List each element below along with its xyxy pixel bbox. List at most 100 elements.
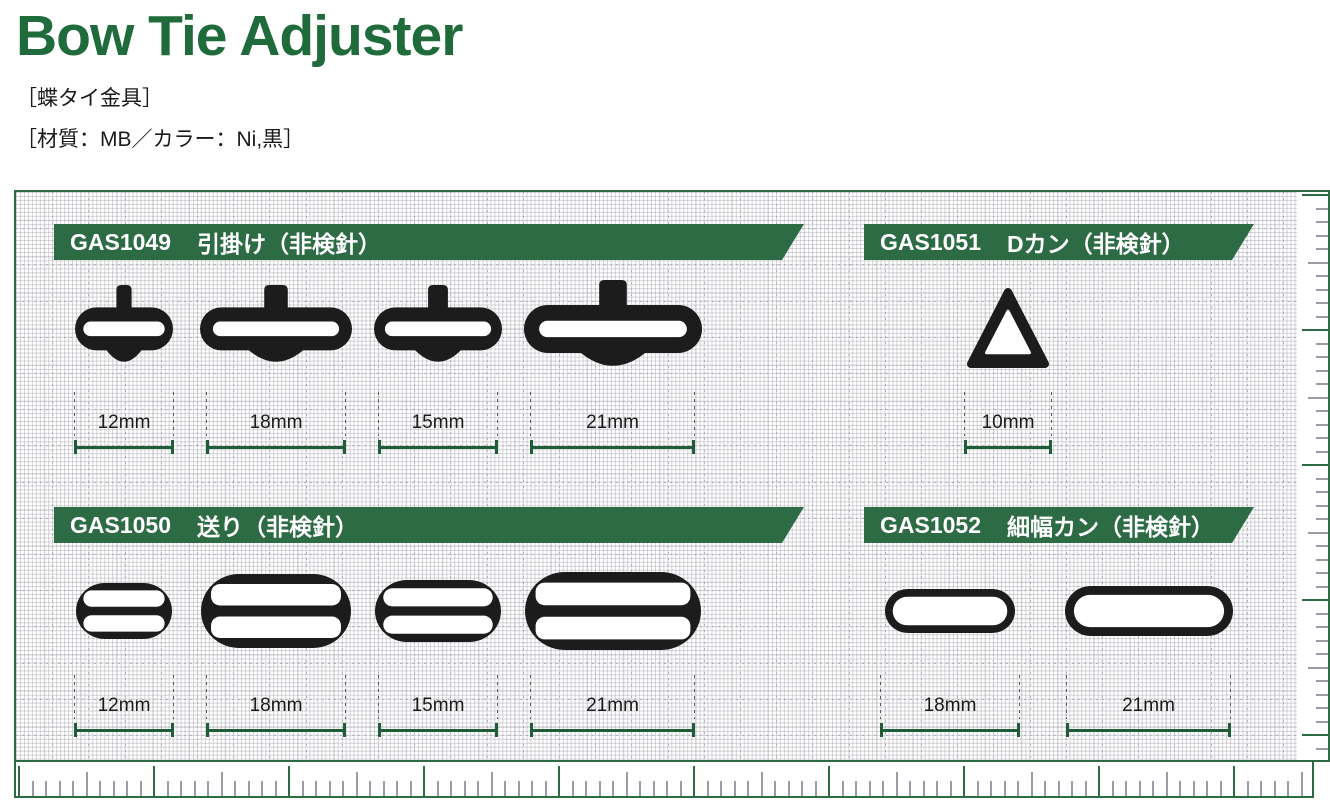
ruler-tick-minor <box>1316 383 1328 385</box>
ruler-tick-minor <box>720 781 722 796</box>
ruler-tick-minor <box>112 781 115 796</box>
ruler-tick-minor <box>315 781 317 796</box>
dimension-block: 21mm <box>530 392 695 454</box>
part-item: 18mm <box>201 551 351 737</box>
ruler-tick-minor <box>193 781 196 796</box>
ruler-tick-minor <box>571 781 574 796</box>
ruler-tick-minor <box>1071 781 1073 796</box>
dimension-bar <box>880 723 1020 737</box>
ruler-tick-minor <box>747 781 749 796</box>
grid-line-vertical <box>848 192 850 760</box>
ruler-tick-minor <box>1138 781 1141 796</box>
ruler-tick-medium <box>1300 772 1303 796</box>
ruler-tick-minor <box>1316 491 1328 493</box>
ruler-tick-major <box>18 766 20 796</box>
product-name: 細幅カン（非検針） <box>1007 514 1215 540</box>
ruler-tick-minor <box>1084 781 1087 796</box>
part-illustration-slide <box>200 551 352 671</box>
ruler-tick-medium <box>760 772 763 796</box>
dimension-extension-lines: 21mm <box>530 392 695 436</box>
part-illustration-triangle-ring <box>967 268 1049 388</box>
ruler-tick-minor <box>1316 410 1328 412</box>
dimension-label: 18mm <box>249 412 303 433</box>
product-name: 送り（非検針） <box>197 514 359 540</box>
dimension-cap-right <box>171 723 174 737</box>
dimension-block: 12mm <box>74 392 174 454</box>
extension-line-left <box>530 392 531 436</box>
dimension-block: 18mm <box>880 675 1020 737</box>
part-item: 21mm <box>1064 551 1234 737</box>
ruler-tick-major <box>963 766 965 796</box>
ruler-tick-minor <box>787 781 790 796</box>
ruler-tick-minor <box>477 781 479 796</box>
ruler-tick-minor <box>1044 781 1046 796</box>
ruler-tick-minor <box>976 781 979 796</box>
ruler-tick-minor <box>1316 450 1328 453</box>
dimension-block: 15mm <box>378 392 498 454</box>
ruler-tick-minor <box>301 781 304 796</box>
ruler-tick-medium <box>895 772 898 796</box>
ruler-tick-minor <box>868 781 871 796</box>
ruler-tick-medium <box>490 772 493 796</box>
subtitle-japanese: ［蝶タイ金具］ <box>16 86 163 110</box>
ruler-tick-minor <box>1316 248 1328 250</box>
dimension-cap-left <box>206 440 209 454</box>
product-code: GAS1051 <box>880 228 982 255</box>
ruler-tick-minor <box>207 781 209 796</box>
dimension-cap-left <box>378 723 381 737</box>
ruler-tick-minor <box>1316 612 1328 615</box>
product-name: 引掛け（非検針） <box>197 231 382 257</box>
ruler-tick-minor <box>990 781 992 796</box>
ruler-tick-major <box>423 766 425 796</box>
grid-line-vertical <box>703 192 705 760</box>
ruler-tick-minor <box>706 781 709 796</box>
ruler-tick-minor <box>1316 707 1328 709</box>
dimension-block: 21mm <box>1066 675 1231 737</box>
ruler-tick-major <box>1302 329 1328 331</box>
extension-line-right <box>173 675 174 719</box>
part-illustration-hook <box>75 268 173 388</box>
ruler-tick-minor <box>1316 572 1328 574</box>
dimension-label: 12mm <box>97 695 151 716</box>
ruler-tick-minor <box>1316 437 1328 439</box>
ruler-tick-minor <box>1003 781 1006 796</box>
ruler-tick-minor <box>31 781 34 796</box>
part-item: 15mm <box>375 551 501 737</box>
ruler-tick-minor <box>1316 275 1328 277</box>
dimension-cap-right <box>343 440 346 454</box>
ruler-tick-minor <box>450 781 452 796</box>
dimension-label: 21mm <box>586 695 639 716</box>
extension-line-left <box>880 675 881 719</box>
dimension-label: 15mm <box>411 695 465 716</box>
ruler-tick-minor <box>1316 639 1328 642</box>
dimension-block: 21mm <box>530 675 695 737</box>
ruler-bottom <box>14 762 1314 798</box>
dimension-cap-right <box>171 440 174 454</box>
extension-line-left <box>206 392 207 436</box>
grid-line-horizontal <box>16 264 1312 266</box>
ruler-tick-minor <box>1192 781 1195 796</box>
ruler-tick-minor <box>679 781 682 796</box>
part-illustration-narrow-ring <box>1064 551 1234 671</box>
part-item: 21mm <box>524 551 701 737</box>
dimension-bar <box>206 440 346 454</box>
dimension-extension-lines: 15mm <box>378 392 498 436</box>
ruler-tick-minor <box>1316 653 1328 655</box>
grid-line-horizontal <box>16 481 1312 483</box>
dimension-label: 12mm <box>97 412 151 433</box>
dimension-extension-lines: 21mm <box>1066 675 1231 719</box>
ruler-tick-minor <box>1316 477 1328 480</box>
extension-line-right <box>1051 392 1052 436</box>
dimension-block: 18mm <box>206 392 346 454</box>
dimension-extension-lines: 18mm <box>880 675 1020 719</box>
ruler-tick-minor <box>1316 207 1328 210</box>
part-item: 12mm <box>74 268 174 454</box>
ruler-tick-minor <box>1316 558 1328 561</box>
grid-line-vertical <box>1283 192 1284 760</box>
